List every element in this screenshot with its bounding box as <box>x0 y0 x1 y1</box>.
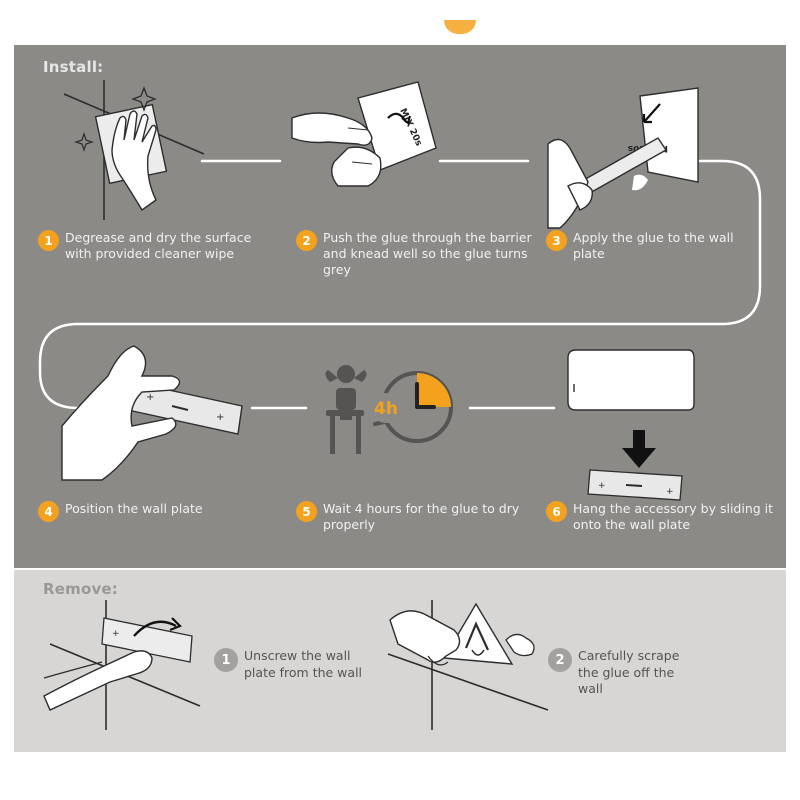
svg-text:+: + <box>216 412 224 423</box>
timer-label: 4h <box>374 399 398 419</box>
step-caption: Push the glue through the barrier and kn… <box>323 230 532 277</box>
step-number-badge: 2 <box>296 230 317 251</box>
step-caption: Wait 4 hours for the glue to dry properl… <box>323 501 520 532</box>
step-caption: Apply the glue to the wall plate <box>573 230 734 261</box>
scraper-icon <box>387 600 549 730</box>
step-caption: Carefully scrape the glue off the wall <box>578 648 680 696</box>
step-number-badge: 1 <box>38 230 59 251</box>
wall-plate-icon: + + <box>61 345 243 481</box>
step-number-badge: 1 <box>214 648 238 672</box>
remove-title: Remove: <box>43 580 119 598</box>
step-caption: Hang the accessory by sliding it onto th… <box>573 501 774 532</box>
install-step-1: 1 Degrease and dry the surface with prov… <box>38 230 278 262</box>
hand-wiping-icon <box>63 80 205 220</box>
install-step-6: 6 Hang the accessory by sliding it onto … <box>546 501 782 533</box>
step-number-badge: 6 <box>546 501 567 522</box>
install-step-3: 3 Apply the glue to the wall plate <box>546 230 766 262</box>
install-step-2: 2 Push the glue through the barrier and … <box>296 230 536 278</box>
step-caption: Position the wall plate <box>65 501 203 516</box>
step-number-badge: 2 <box>548 648 572 672</box>
wall-plate-small-icon: + + <box>587 469 683 501</box>
waiting-person-icon <box>325 365 367 454</box>
svg-text:+: + <box>598 481 606 491</box>
svg-text:+: + <box>146 392 154 403</box>
step-number-badge: 3 <box>546 230 567 251</box>
top-decoration <box>444 20 476 34</box>
apply-glue-icon: MIX 20s <box>547 87 699 229</box>
install-title: Install: <box>43 58 104 76</box>
pliers-icon: + <box>43 600 201 730</box>
step-caption: Degrease and dry the surface with provid… <box>65 230 252 261</box>
down-arrow-icon <box>622 430 656 468</box>
install-step-5: 5 Wait 4 hours for the glue to dry prope… <box>296 501 536 533</box>
clock-icon: 4h <box>371 371 453 443</box>
step-number-badge: 5 <box>296 501 317 522</box>
glue-packet-icon: MIX 20s <box>291 81 437 187</box>
svg-text:+: + <box>112 629 120 639</box>
remove-step-1: 1 Unscrew the wall plate from the wall <box>214 648 384 681</box>
accessory-shelf-icon <box>567 349 695 411</box>
install-step-4: 4 Position the wall plate <box>38 501 278 522</box>
step-caption: Unscrew the wall plate from the wall <box>244 648 363 680</box>
step-number-badge: 4 <box>38 501 59 522</box>
svg-text:+: + <box>666 487 674 497</box>
remove-step-2: 2 Carefully scrape the glue off the wall <box>548 648 718 698</box>
